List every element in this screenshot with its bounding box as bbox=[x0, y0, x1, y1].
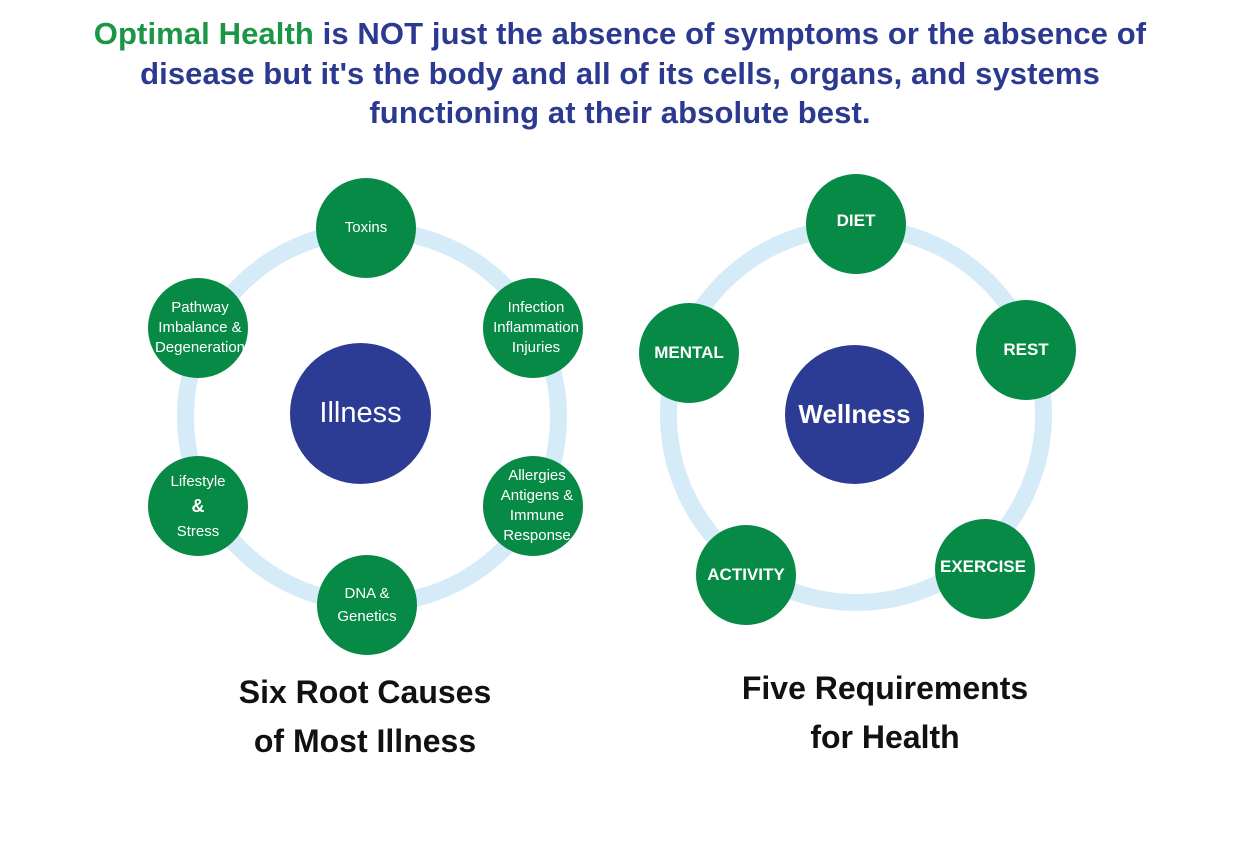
wellness-node-rest: REST bbox=[976, 300, 1076, 400]
illness-center: Illness bbox=[290, 343, 431, 484]
wellness-center-label: Wellness bbox=[798, 399, 911, 429]
node-label: MENTAL bbox=[654, 343, 724, 362]
illness-node-dna: DNA & Genetics bbox=[317, 555, 417, 655]
illness-center-label: Illness bbox=[319, 397, 402, 429]
node-line: Genetics bbox=[337, 608, 397, 625]
wellness-node-exercise: EXERCISE bbox=[935, 519, 1035, 619]
headline-accent: Optimal Health bbox=[93, 16, 314, 51]
illness-caption: Six Root Causes of Most Illness bbox=[165, 668, 565, 766]
node-line: Lifestyle bbox=[170, 472, 226, 490]
illness-node-toxins: Toxins bbox=[316, 178, 416, 278]
node-line: Stress bbox=[176, 522, 220, 540]
node-line: Imbalance & bbox=[158, 319, 242, 336]
caption-line: of Most Illness bbox=[253, 723, 477, 759]
node-label: DNA & Genetics bbox=[337, 582, 396, 628]
node-line: Toxins bbox=[344, 219, 388, 236]
node-line: Infection bbox=[507, 299, 565, 316]
node-label: REST bbox=[1003, 340, 1049, 359]
node-label: EXERCISE bbox=[940, 557, 1026, 576]
node-line: Antigens & bbox=[500, 487, 574, 504]
node-line: Degeneration bbox=[154, 339, 246, 356]
headline: Optimal Health is NOT just the absence o… bbox=[60, 14, 1180, 133]
node-line: DNA & bbox=[344, 585, 390, 602]
wellness-node-diet: DIET bbox=[806, 174, 906, 274]
caption-line: Six Root Causes bbox=[238, 674, 492, 710]
illness-node-lifestyle: Lifestyle & Stress bbox=[148, 456, 248, 556]
wellness-center: Wellness bbox=[785, 345, 924, 484]
wellness-caption: Five Requirements for Health bbox=[685, 664, 1085, 762]
node-label: Toxins bbox=[345, 218, 388, 238]
caption-line: Five Requirements bbox=[741, 670, 1029, 706]
node-label: DIET bbox=[836, 211, 876, 230]
node-line: Injuries bbox=[511, 339, 561, 356]
node-label: ACTIVITY bbox=[707, 565, 785, 584]
wellness-node-activity: ACTIVITY bbox=[696, 525, 796, 625]
node-line: & bbox=[191, 495, 205, 516]
node-line: Pathway bbox=[171, 299, 229, 316]
wellness-node-mental: MENTAL bbox=[639, 303, 739, 403]
node-line: Inflammation bbox=[493, 319, 579, 336]
node-label: Lifestyle & Stress bbox=[170, 469, 225, 544]
caption-line: for Health bbox=[810, 719, 960, 755]
node-line: Allergies bbox=[508, 467, 566, 484]
node-line: Immune bbox=[509, 507, 565, 524]
node-line: Response bbox=[503, 527, 571, 544]
headline-text: is NOT just the absence of symptoms or t… bbox=[140, 16, 1147, 130]
